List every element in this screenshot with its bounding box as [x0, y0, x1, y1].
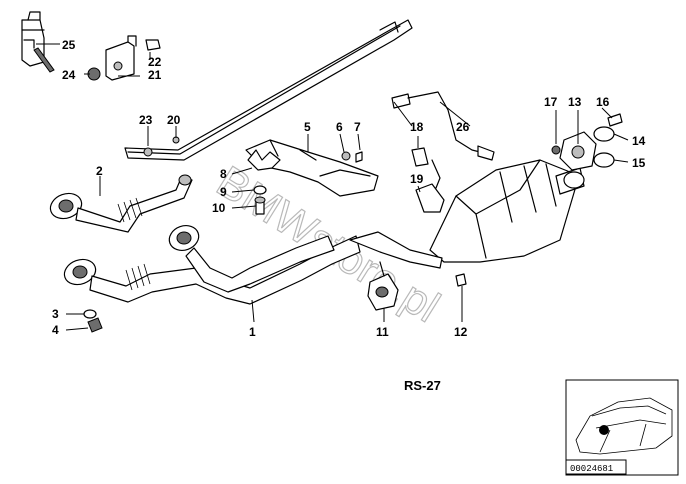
callout-3: 3: [52, 307, 59, 321]
bracket-21-22: [87, 35, 161, 81]
callout-16: 16: [596, 95, 610, 109]
flange-gaskets: [551, 113, 623, 171]
callout-12: 12: [454, 325, 468, 339]
thumbnail-id: 00024681: [570, 464, 613, 474]
callout-21: 21: [148, 68, 162, 82]
oxygen-sensor-26: [391, 91, 495, 161]
callout-20: 20: [167, 113, 181, 127]
callout-26: 26: [456, 120, 470, 134]
callout-14: 14: [632, 134, 646, 148]
front-pipe-1: [63, 225, 361, 305]
callout-10: 10: [212, 201, 226, 215]
callout-7: 7: [354, 120, 361, 134]
callout-24: 24: [62, 68, 76, 82]
callout-6: 6: [336, 120, 343, 134]
callout-2: 2: [96, 164, 103, 178]
callout-11: 11: [376, 325, 389, 339]
diagram-reference: RS-27: [404, 378, 441, 393]
heat-shield-rail: [124, 19, 413, 161]
callout-4: 4: [52, 323, 59, 337]
vehicle-thumbnail: 00024681: [565, 379, 679, 476]
leader-lines: [36, 43, 629, 331]
callout-8: 8: [220, 167, 227, 181]
callout-5: 5: [304, 120, 311, 134]
hardware-3-4: [83, 309, 103, 333]
callout-23: 23: [139, 113, 153, 127]
location-marker-icon: [599, 425, 609, 435]
callout-18: 18: [410, 120, 424, 134]
callout-1: 1: [249, 325, 256, 339]
bracket-25: [21, 11, 55, 73]
bracket-5: [245, 139, 379, 197]
hardware-6-7-9-10: [253, 151, 363, 215]
callout-15: 15: [632, 156, 646, 170]
mount-11: [349, 231, 467, 311]
callout-17: 17: [544, 95, 558, 109]
callouts: 25 24 21 22 23 20 2 5 6 7 8 9 10 18 19 2…: [52, 38, 646, 339]
callout-9: 9: [220, 185, 227, 199]
callout-19: 19: [410, 172, 424, 186]
callout-22: 22: [148, 55, 162, 69]
callout-25: 25: [62, 38, 76, 52]
callout-13: 13: [568, 95, 582, 109]
catalytic-converter: [429, 159, 585, 263]
front-pipe-2: [49, 174, 193, 233]
hanger-18-19: [411, 147, 445, 213]
